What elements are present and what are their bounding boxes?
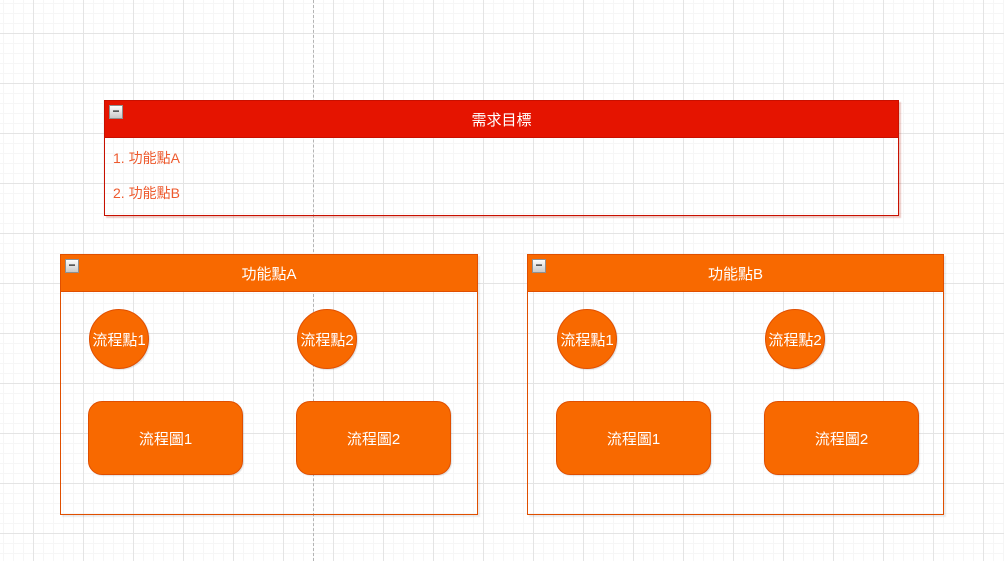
container-feature-a-title: 功能點A (241, 265, 297, 283)
node-label: 流程圖2 (814, 430, 869, 448)
node-label: 流程圖2 (346, 430, 401, 448)
node-label: 流程點1 (92, 331, 146, 349)
container-feature-b-header[interactable]: − 功能點B (528, 255, 943, 292)
container-requirements-title: 需求目標 (471, 111, 532, 129)
container-feature-a-header[interactable]: − 功能點A (61, 255, 477, 292)
collapse-minus-icon[interactable]: − (65, 259, 79, 273)
requirement-item[interactable]: 1. 功能點A (113, 150, 180, 166)
container-requirements-header[interactable]: − 需求目標 (105, 101, 898, 138)
node-label: 流程圖1 (606, 430, 661, 448)
container-feature-b-title: 功能點B (707, 265, 763, 283)
container-requirements[interactable]: − 需求目標 1. 功能點A 2. 功能點B (104, 100, 899, 216)
flow-diagram-box[interactable]: 流程圖1 (88, 401, 243, 475)
process-node-circle[interactable]: 流程點1 (557, 309, 617, 369)
requirements-list: 1. 功能點A 2. 功能點B (105, 138, 898, 213)
container-feature-a[interactable]: − 功能點A 流程點1 流程點2 流程圖1 流程圖2 (60, 254, 478, 515)
process-node-circle[interactable]: 流程點2 (765, 309, 825, 369)
collapse-minus-icon[interactable]: − (532, 259, 546, 273)
process-node-circle[interactable]: 流程點2 (297, 309, 357, 369)
process-node-circle[interactable]: 流程點1 (89, 309, 149, 369)
collapse-minus-icon[interactable]: − (109, 105, 123, 119)
node-label: 流程圖1 (138, 430, 193, 448)
requirement-item[interactable]: 2. 功能點B (113, 185, 180, 201)
node-label: 流程點2 (768, 331, 822, 349)
node-label: 流程點2 (300, 331, 354, 349)
flow-diagram-box[interactable]: 流程圖2 (764, 401, 919, 475)
node-label: 流程點1 (560, 331, 614, 349)
container-feature-b[interactable]: − 功能點B 流程點1 流程點2 流程圖1 流程圖2 (527, 254, 944, 515)
flow-diagram-box[interactable]: 流程圖1 (556, 401, 711, 475)
flow-diagram-box[interactable]: 流程圖2 (296, 401, 451, 475)
